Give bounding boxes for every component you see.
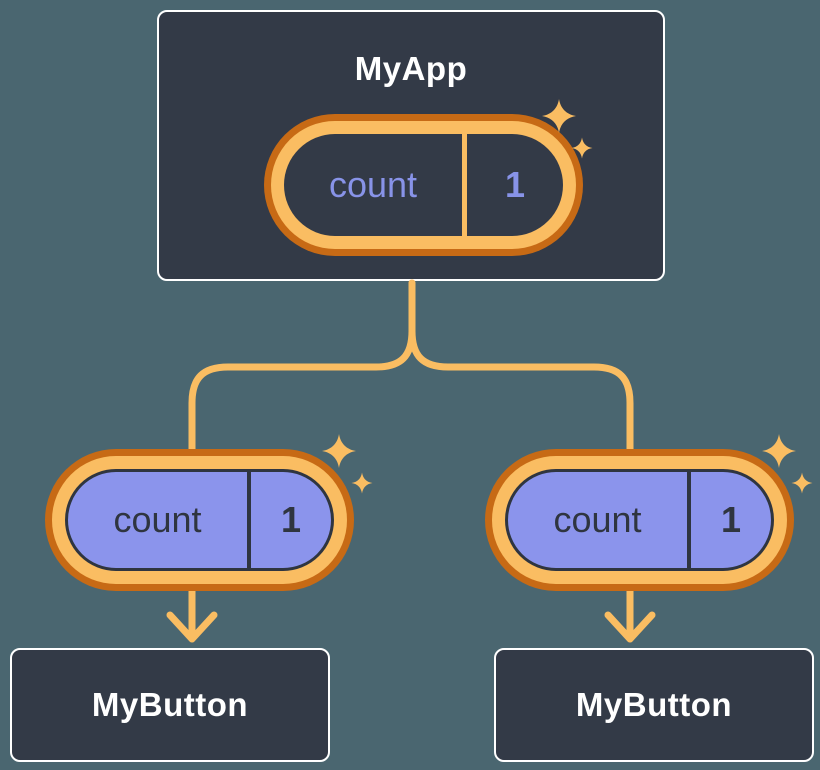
state-pill: count 1 [264, 114, 583, 256]
pill-inner-ring: count 1 [492, 456, 787, 584]
sparkle-icon [762, 434, 813, 494]
arrow-down-icon [166, 611, 218, 643]
pill-inner-ring: count 1 [52, 456, 347, 584]
pill-divider [247, 472, 251, 568]
connector-right-branch [408, 279, 634, 641]
state-value: 1 [504, 164, 526, 205]
child-component-node: MyButton [10, 648, 330, 762]
state-value: 1 [720, 499, 742, 540]
state-label: count [328, 164, 418, 205]
root-component-node: MyApp count 1 [157, 10, 665, 281]
arrow-down-icon [604, 611, 656, 643]
connector-left-branch [188, 279, 416, 641]
state-pill: count 1 [485, 449, 794, 591]
sparkle-icon [542, 99, 593, 159]
child-component-node: MyButton [494, 648, 814, 762]
pill-inner-ring: count 1 [271, 121, 576, 249]
component-title: MyButton [575, 686, 733, 723]
state-label: count [113, 499, 202, 540]
state-value: 1 [280, 499, 302, 540]
component-title: MyButton [91, 686, 249, 723]
pill-divider [462, 134, 467, 236]
sparkle-icon [322, 434, 373, 494]
component-title: MyApp [354, 50, 468, 87]
state-pill: count 1 [45, 449, 354, 591]
state-label: count [553, 499, 642, 540]
pill-divider [687, 472, 691, 568]
